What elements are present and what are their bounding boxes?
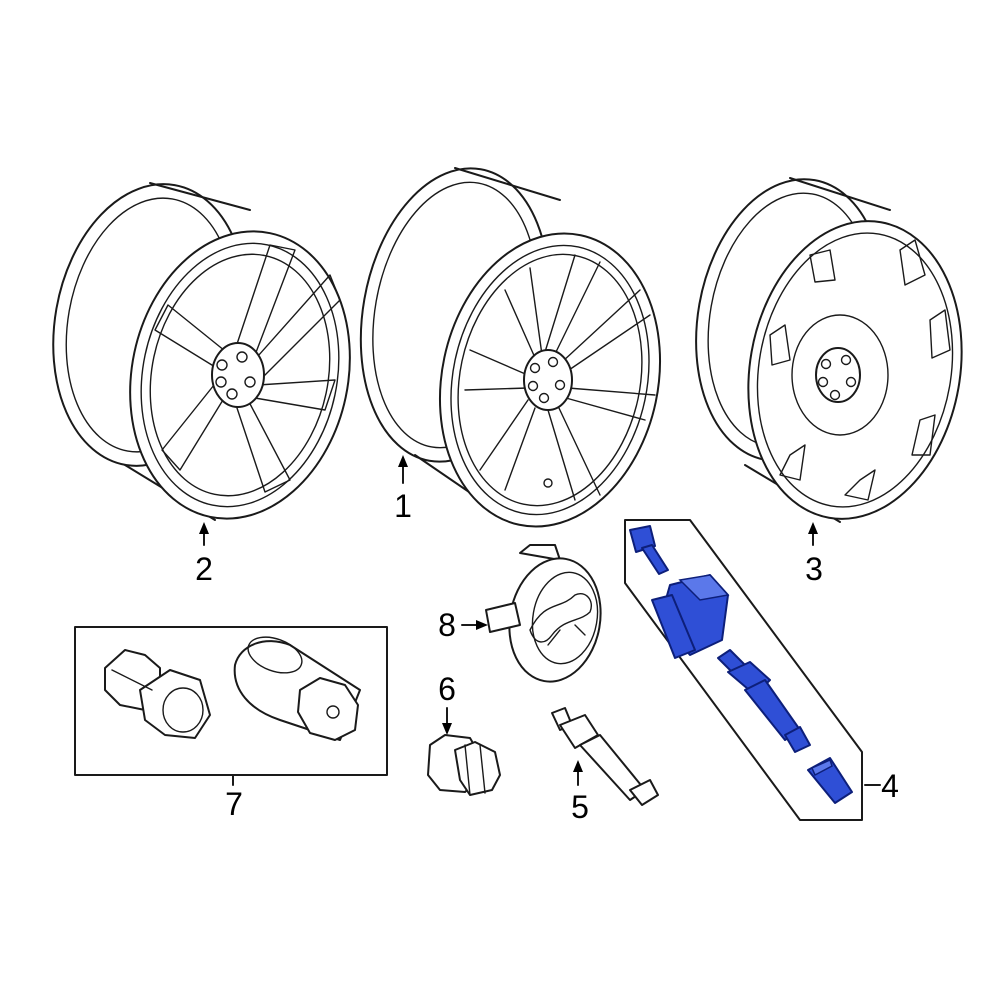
callout-4[interactable]: 4: [881, 768, 899, 804]
lug-nut-part-6[interactable]: [427, 734, 501, 796]
callout-3[interactable]: 3: [805, 551, 823, 587]
wheel-lock-nut: [104, 649, 211, 739]
valve-stem-part-5[interactable]: [551, 707, 659, 806]
callout-2[interactable]: 2: [195, 551, 213, 587]
tpms-valve-cap: [807, 757, 853, 804]
callout-8[interactable]: 8: [438, 607, 456, 643]
callout-6[interactable]: 6: [438, 671, 456, 707]
tpms-sensor-kit-part-4[interactable]: [624, 519, 863, 821]
callout-5[interactable]: 5: [571, 789, 589, 825]
callout-7[interactable]: 7: [225, 786, 243, 822]
callout-labels: 1 2 3 4 5 6 7 8: [195, 488, 899, 825]
callout-1[interactable]: 1: [394, 488, 412, 524]
wheel-lock-key: [233, 636, 361, 741]
tpms-sensor-body: [651, 574, 730, 659]
wheel-part-2[interactable]: [32, 169, 376, 540]
tpms-valve-stem: [717, 649, 811, 753]
tpms-screw: [629, 525, 669, 575]
leader-lines: [199, 455, 881, 786]
wheel-part-1[interactable]: [339, 153, 687, 547]
wheel-lock-kit-part-7[interactable]: [74, 626, 388, 786]
wheel-part-3[interactable]: [675, 164, 985, 536]
center-cap-part-8[interactable]: [485, 544, 610, 689]
